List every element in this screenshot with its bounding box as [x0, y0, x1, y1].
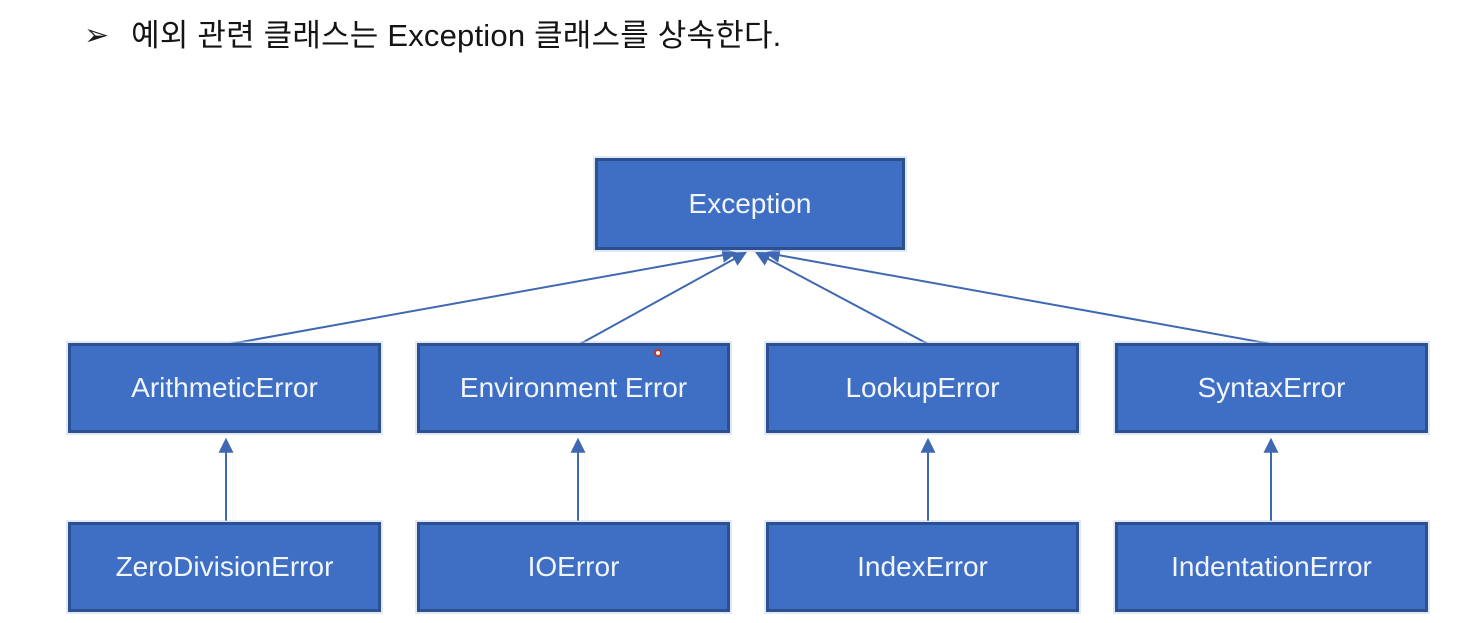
node-label: IndexError [857, 551, 988, 582]
node-label: Exception [688, 188, 812, 219]
node-label: LookupError [845, 372, 1000, 403]
node-label: IOError [527, 551, 620, 582]
node-indexerror: IndexError [766, 522, 1079, 612]
node-syntaxerror: SyntaxError [1115, 343, 1428, 433]
heading: ➢ 예외 관련 클래스는 Exception 클래스를 상속한다. [84, 16, 781, 56]
node-zerodivisionerror: ZeroDivisionError [68, 522, 381, 612]
node-indentationerror: IndentationError [1115, 522, 1428, 612]
node-lookuperror: LookupError [766, 343, 1079, 433]
node-label: ZeroDivisionError [115, 551, 334, 582]
node-exception: Exception [595, 158, 905, 250]
node-label: SyntaxError [1197, 372, 1346, 403]
node-ioerror: IOError [417, 522, 730, 612]
heading-text: 예외 관련 클래스는 Exception 클래스를 상속한다. [131, 18, 782, 53]
laser-pointer-dot [654, 349, 662, 357]
node-label: ArithmeticError [131, 372, 318, 403]
node-arithmeticerror: ArithmeticError [68, 343, 381, 433]
node-environmenterror: Environment Error [417, 343, 730, 433]
node-label: Environment Error [459, 372, 688, 403]
node-label: IndentationError [1171, 551, 1372, 582]
bullet-arrow-icon: ➢ [84, 19, 110, 52]
